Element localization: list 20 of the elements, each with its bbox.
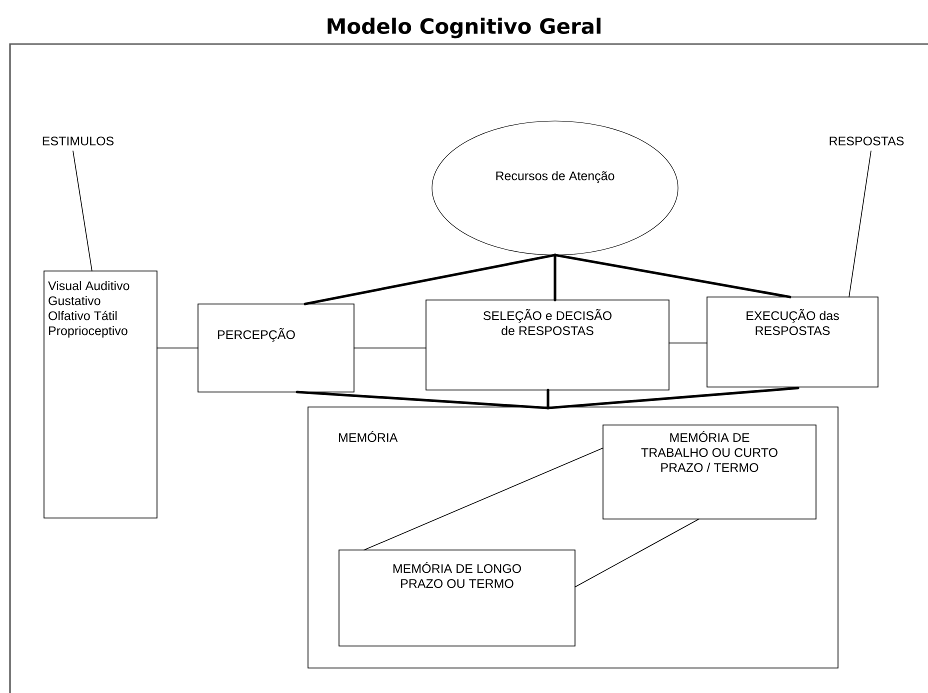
connector-line [546, 386, 800, 410]
connector-line [554, 254, 556, 302]
connector-line [546, 388, 550, 410]
connector-line [668, 342, 708, 344]
process-box: MEMÓRIA DE TRABALHO OU CURTO PRAZO / TERMO [602, 424, 816, 520]
heading-text: RESPOSTAS [830, 136, 904, 146]
connector-line [574, 518, 700, 588]
process-box: PERCEPÇÃO [198, 304, 354, 392]
connector-line [364, 448, 604, 550]
leader-line [72, 150, 92, 272]
process-box: MEMÓRIA DE LONGO PRAZO OU TERMO [338, 550, 576, 646]
connector-line [554, 254, 792, 298]
connector-line [296, 390, 550, 410]
process-box: SELEÇÃO e DECISÃO de RESPOSTAS [426, 300, 670, 390]
title: Modelo Cognitivo Geral [328, 18, 600, 38]
process-box: Visual Auditivo Gustativo Olfativo Tátil Proprioceptivo [44, 270, 158, 518]
process-box: EXECUÇÃO das RESPOSTAS [706, 296, 878, 388]
leader-line [848, 150, 872, 298]
heading-text: ESTIMULOS [42, 136, 114, 146]
connector-line [304, 254, 556, 306]
